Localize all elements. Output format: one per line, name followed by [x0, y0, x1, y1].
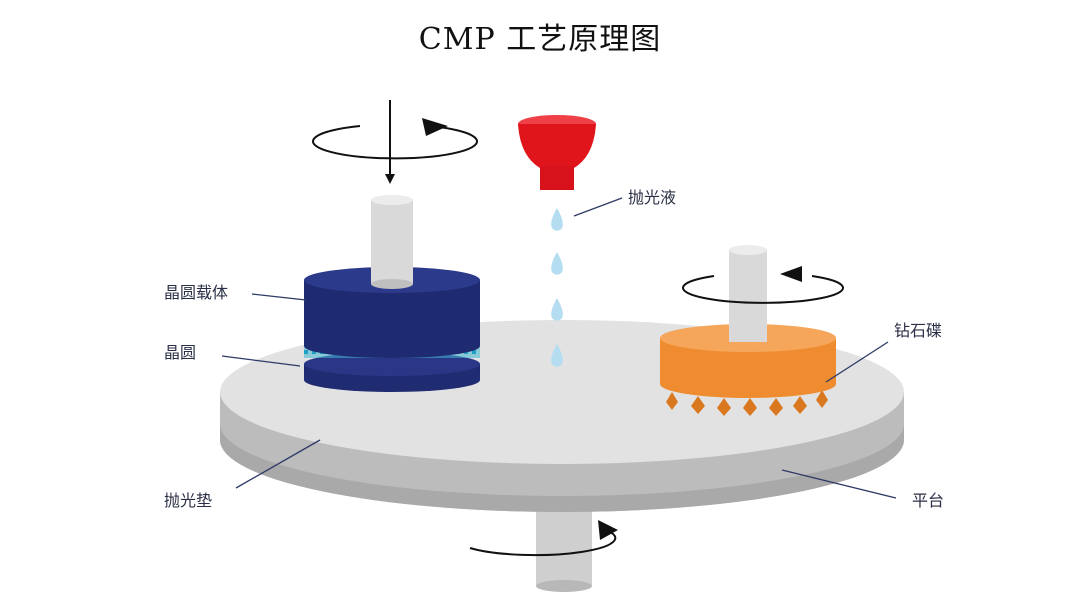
conditioner-rotation-arrow-icon: [682, 266, 844, 304]
slurry-nozzle: [518, 115, 596, 190]
label-platen: 平台: [912, 491, 944, 510]
platen-leader: [781, 469, 897, 499]
slurry-leader: [573, 197, 623, 217]
carrier-leader: [251, 293, 307, 301]
label-pad-conditioner: 钻石碟: [894, 321, 942, 340]
wafer-carrier: [304, 195, 480, 392]
wafer-leader: [221, 355, 301, 367]
diamond-tips: [666, 390, 828, 416]
label-wafer: 晶圆: [164, 343, 196, 362]
pad-conditioner: [660, 245, 836, 416]
label-polishing-pad: 抛光垫: [164, 491, 212, 510]
carrier-rotation-arrow-icon: [312, 118, 478, 160]
label-slurry: 抛光液: [628, 188, 676, 207]
conditioner-leader: [825, 341, 889, 383]
diagram-title: CMP 工艺原理图: [418, 22, 662, 57]
label-wafer-carrier: 晶圆载体: [164, 283, 228, 302]
slurry-drops: [551, 208, 563, 367]
pad-leader: [235, 439, 321, 489]
platen-rotation-arrow-icon: [469, 520, 618, 557]
